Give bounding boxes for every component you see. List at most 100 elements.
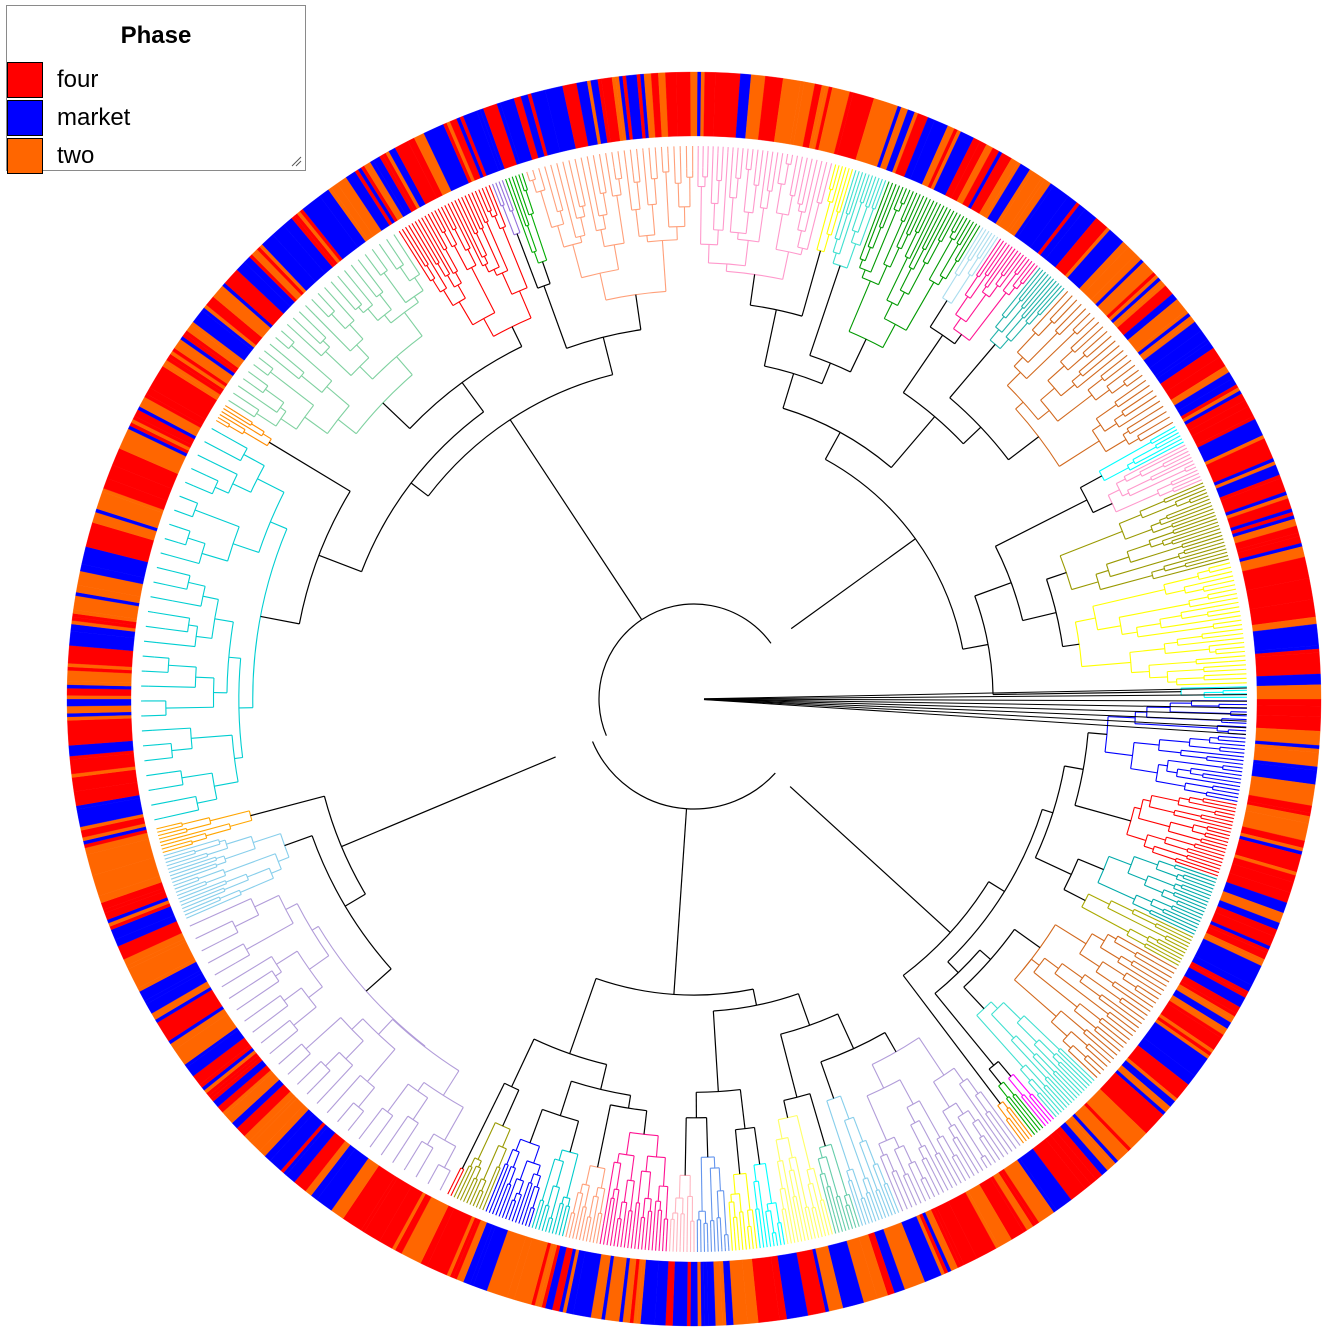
tree-branch [328,304,335,312]
phase-legend[interactable]: Phase four market two [6,5,306,174]
tree-branch [967,258,971,262]
tree-branch [834,164,837,169]
tree-branch [735,1126,755,1131]
tree-branch [777,168,781,184]
tree-branch [1087,1055,1095,1062]
tree-branch [871,1064,885,1089]
tree-branch [1203,665,1230,668]
tree-branch [859,201,864,204]
tree-branch [1005,299,1021,319]
tree-branch [642,1198,646,1218]
tree-branch [1104,467,1129,482]
tree-branch [1218,828,1231,833]
tree-branch [556,1203,565,1232]
tree-branch [595,1187,599,1197]
tree-branch [730,1193,740,1195]
tree-branch [995,326,1003,333]
tree-branch [502,1129,511,1148]
tree-branch [1146,940,1168,952]
tree-branch [205,896,220,904]
tree-branch [426,1133,435,1145]
tree-branch [380,1148,386,1156]
tree-branch [1202,798,1205,802]
tree-branch [884,1197,893,1216]
tree-branch [571,1080,631,1096]
tree-branch [1060,1061,1080,1081]
tree-branch [549,1217,553,1220]
tree-branch [567,181,578,219]
tree-branch [1190,499,1199,504]
tree-branch [1167,441,1184,451]
tree-branch [181,887,224,906]
tree-branch [1204,528,1221,535]
tree-branch [600,1064,608,1090]
tree-branch [730,1194,732,1203]
tree-branch [717,1235,720,1252]
tree-branch [1131,670,1150,674]
tree-branch [1132,1029,1137,1033]
tree-branch [955,1154,961,1161]
tree-branch [988,1152,996,1163]
tree-branch [759,151,769,208]
tree-branch [298,311,313,326]
tree-branch [783,1100,789,1118]
tree-branch [1193,511,1215,521]
tree-branch [629,1211,633,1233]
tree-branch [358,306,364,314]
tree-branch [1208,612,1227,617]
tree-branch [1033,274,1049,292]
tree-branch [181,772,213,779]
tree-branch [833,251,840,255]
legend-swatch-four [7,62,43,98]
tree-branch [829,1186,837,1211]
tree-branch [636,156,641,182]
tree-branch [755,1209,759,1233]
tree-branch [788,1232,792,1244]
tree-branch [662,1218,665,1237]
tree-branch [826,1187,835,1215]
tree-branch [582,1234,585,1241]
tree-branch [550,164,558,187]
tree-branch [1166,836,1195,846]
tree-branch [187,883,207,892]
tree-branch [857,206,868,233]
tree-branch [1161,429,1178,439]
tree-branch [1127,489,1131,496]
tree-branch [767,1202,776,1205]
tree-branch [598,619,643,736]
tree-branch [859,1205,867,1225]
tree-branch [1182,877,1209,888]
tree-branch [1108,345,1120,355]
tree-branch [605,153,609,170]
tree-branch [888,1195,897,1215]
tree-branch [1163,566,1166,572]
tree-branch [1142,982,1162,996]
tree-branch [253,364,256,367]
tree-branch [305,1017,342,1050]
tree-branch [163,809,199,819]
tree-branch [483,318,495,337]
tree-branch [1023,277,1051,309]
tree-branch [156,641,196,648]
tree-branch [1107,907,1167,938]
tree-branch [972,221,974,224]
tree-branch [773,1242,775,1247]
tree-branch [468,220,476,235]
tree-branch [1079,981,1101,998]
tree-branch [508,1217,511,1221]
tree-branch [1043,280,1057,297]
tree-branch [197,798,217,804]
tree-branch [832,1224,837,1234]
tree-branch [642,1217,646,1235]
tree-branch [737,232,739,240]
resize-grip-icon[interactable] [290,155,302,167]
tree-branch [645,1156,649,1172]
tree-branch [1215,800,1237,806]
tree-branch [598,154,603,172]
tree-branch [226,621,234,693]
tree-branch [219,889,240,900]
tree-branch [1203,668,1245,673]
tree-branch [537,283,551,289]
tree-branch [1222,840,1229,843]
tree-branch [1172,923,1195,935]
